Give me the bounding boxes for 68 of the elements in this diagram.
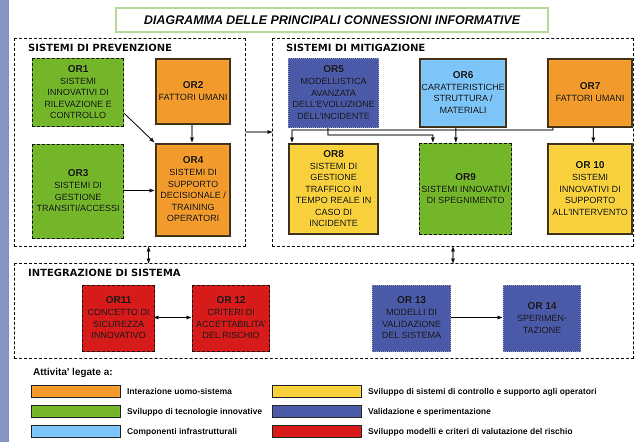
box-text: CRITERI DI ACCETTABILITA' DEL RISCHIO xyxy=(195,307,267,342)
box-code: OR6 xyxy=(452,70,474,82)
process-box xyxy=(32,144,124,239)
box-text: FATTORI UMANI xyxy=(554,93,626,105)
box-code: OR 10 xyxy=(576,160,604,172)
arrow xyxy=(246,130,272,134)
group-heading: SISTEMI DI PREVENZIONE xyxy=(28,43,172,54)
process-box xyxy=(503,285,581,352)
box-code: OR11 xyxy=(106,295,132,308)
box-text: SPERIMEN- TAZIONE xyxy=(516,313,568,336)
arrow xyxy=(122,188,154,192)
box-text: SISTEMI DI GESTIONE TRANSITI/ACCESSI xyxy=(35,180,120,215)
process-box xyxy=(155,58,231,125)
box-code: OR8 xyxy=(323,148,344,160)
box-text: CONCETTO DI SICUREZZA INNOVATIVO xyxy=(86,307,150,342)
process-box xyxy=(419,143,512,235)
box-code: OR9 xyxy=(455,172,476,184)
box-text: MODELLI DI VALIDAZIONE DEL SISTEMA xyxy=(380,307,442,342)
legend-label: Sviluppo di sistemi di controllo e supporto agli operatori xyxy=(368,386,597,396)
arrow xyxy=(122,112,154,142)
legend-heading: Attivita' legate a: xyxy=(33,367,113,378)
box-code: OR2 xyxy=(182,80,204,92)
box-text: SISTEMI INNOVATIVI DI SUPPORTO ALL'INTERVENTO xyxy=(551,172,629,218)
process-box xyxy=(82,285,155,352)
box-code: OR4 xyxy=(182,155,204,168)
legend-label: Validazione e sperimentazione xyxy=(368,406,491,416)
box-code: OR1 xyxy=(68,64,88,76)
process-box xyxy=(32,58,124,127)
arrow xyxy=(451,246,455,264)
box-code: OR7 xyxy=(580,81,600,94)
process-box xyxy=(419,58,507,128)
arrow xyxy=(591,126,596,142)
process-box xyxy=(192,285,270,352)
box-code: OR 13 xyxy=(397,295,426,308)
arrow xyxy=(146,246,151,264)
process-box xyxy=(288,143,379,235)
box-text: SISTEMI INNOVATIVI DI RILEVAZIONE E CONTROLLO xyxy=(43,76,113,122)
box-text: MODELLISTICA AVANZATA DELL'EVOLUZIONE DELL'INCIDENTE xyxy=(291,76,376,122)
group-panel xyxy=(272,38,634,247)
group-panel xyxy=(14,38,246,247)
group-panel xyxy=(14,263,634,359)
arrow xyxy=(327,126,435,142)
process-box xyxy=(155,143,231,237)
legend-label: Componenti infrastrutturali xyxy=(127,426,238,436)
box-text: SISTEMI DI SUPPORTO DECISIONALE / TRAINING OPERATORI xyxy=(159,167,227,225)
diagram-title: DIAGRAMMA DELLE PRINCIPALI CONNESSIONI INFORMATIVE xyxy=(115,7,549,33)
process-box xyxy=(372,285,451,352)
arrow xyxy=(154,316,192,320)
legend-label: Sviluppo di tecnologie innovative xyxy=(127,406,262,416)
box-code: OR3 xyxy=(68,168,88,180)
legend-label: Interazione uomo-sistema xyxy=(127,386,232,396)
process-box xyxy=(288,58,379,128)
box-text: FATTORI UMANI xyxy=(158,92,228,104)
process-box xyxy=(547,143,633,235)
arrow xyxy=(190,124,194,142)
group-heading: INTEGRAZIONE DI SISTEMA xyxy=(28,268,181,279)
legend-label: Sviluppo modelli e criteri di valutazione del rischio xyxy=(368,426,573,436)
process-box xyxy=(547,58,633,128)
arrow xyxy=(454,126,458,142)
box-text: CARATTERISTICHE STRUTTURA / MATERIALI xyxy=(420,82,506,116)
arrow xyxy=(450,316,502,320)
box-code: OR 14 xyxy=(528,301,556,313)
box-text: SISTEMI INNOVATIVI DI SPEGNIMENTO xyxy=(420,184,511,206)
arrow xyxy=(290,126,554,142)
group-heading: SISTEMI DI MITIGAZIONE xyxy=(286,43,426,54)
box-code: OR5 xyxy=(323,64,344,76)
box-text: SISTEMI DI GESTIONE TRAFFICO IN TEMPO REALE IN CASO DI INCIDENTE xyxy=(294,160,372,230)
box-code: OR 12 xyxy=(216,295,246,308)
